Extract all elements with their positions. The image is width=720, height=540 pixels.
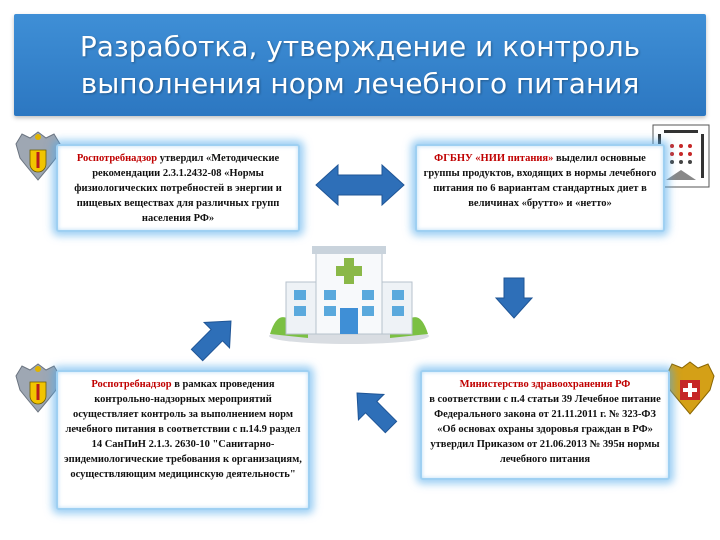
- info-box-rospotrebnadzor-approval: Роспотребнадзор утвердил «Методические р…: [56, 144, 300, 232]
- header-banner: Разработка, утверждение и контроль выпол…: [14, 14, 706, 116]
- arrow-up-left-icon: [356, 392, 398, 434]
- organization-name: Роспотребнадзор: [76, 153, 158, 164]
- info-box-ministry-of-health: Министерство здравоохранения РФ в соотве…: [420, 370, 670, 480]
- info-box-nutrition-institute: ФГБНУ «НИИ питания» выделил основные гру…: [415, 144, 665, 232]
- hospital-building-icon: [269, 246, 429, 344]
- eagle-emblem-icon: [15, 131, 61, 181]
- box-text: выделил основные группы продуктов, входя…: [423, 153, 657, 209]
- organization-name: Роспотребнадзор: [91, 379, 172, 390]
- box-text: утвердил «Методические рекомендации 2.3.…: [74, 153, 282, 224]
- arrow-down-icon: [494, 277, 534, 319]
- arrow-up-right-icon: [190, 320, 232, 362]
- box-text: в соответствии с п.4 статьи 39 Лечебное …: [429, 394, 661, 465]
- double-arrow-icon: [315, 163, 405, 207]
- eagle-emblem-icon: [665, 361, 715, 415]
- info-box-rospotrebnadzor-control: Роспотребнадзор в рамках проведения конт…: [56, 370, 310, 510]
- organization-name: Министерство здравоохранения РФ: [459, 379, 631, 390]
- box-text: в рамках проведения контрольно-надзорных…: [64, 379, 302, 480]
- eagle-emblem-icon: [15, 363, 61, 413]
- title-line-1: Разработка, утверждение и контроль: [79, 30, 641, 63]
- organization-name: ФГБНУ «НИИ питания»: [434, 153, 554, 164]
- page-title: Разработка, утверждение и контроль выпол…: [14, 28, 706, 102]
- title-line-2: выполнения норм лечебного питания: [80, 67, 640, 100]
